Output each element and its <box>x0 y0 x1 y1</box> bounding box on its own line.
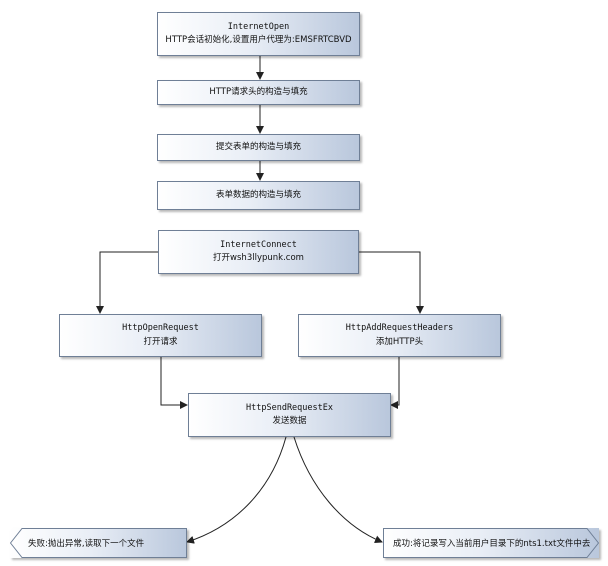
node-fail-label: 失败:抛出异常,读取下一个文件 <box>28 539 145 549</box>
node-http-add-headers: HttpAddRequestHeaders 添加HTTP头 <box>298 314 501 357</box>
node-http-send-title: HttpSendRequestEx <box>246 402 333 413</box>
node-submit-form: 提交表单的构造与填充 <box>157 134 360 161</box>
node-form-data-label: 表单数据的构造与填充 <box>215 189 301 200</box>
node-fail-shape <box>10 528 187 558</box>
node-http-header: HTTP请求头的构造与填充 <box>157 80 360 105</box>
node-submit-form-label: 提交表单的构造与填充 <box>215 141 301 152</box>
node-http-open-request-subtitle: 打开请求 <box>143 336 178 347</box>
node-http-add-headers-title: HttpAddRequestHeaders <box>345 323 454 334</box>
node-http-send-subtitle: 发送数据 <box>272 416 307 426</box>
node-internet-connect-subtitle: 打开wsh3llypunk.com <box>213 253 304 263</box>
arrow-connect-to-openrequest <box>96 251 158 314</box>
node-http-add-headers-subtitle: 添加HTTP头 <box>375 336 424 347</box>
arrow-send-to-fail <box>186 436 287 544</box>
node-internet-connect-title: InternetConnect <box>220 239 297 250</box>
node-internet-connect: InternetConnect 打开wsh3llypunk.com <box>158 230 359 274</box>
node-http-open-request: HttpOpenRequest 打开请求 <box>59 314 262 357</box>
node-http-header-label: HTTP请求头的构造与填充 <box>209 86 308 97</box>
arrow-addheaders-to-send <box>390 357 400 409</box>
node-internet-open-title: InternetOpen <box>227 21 290 32</box>
node-http-open-request-title: HttpOpenRequest <box>122 323 199 334</box>
arrow-openrequest-to-send <box>160 357 188 409</box>
node-success-label: 成功:将记录写入当前用户目录下的nts1.txt文件中去 <box>393 539 591 549</box>
arrow-connect-to-addheaders <box>359 251 424 314</box>
node-internet-open: InternetOpen HTTP会话初始化,设置用户代理为:EMSFRTCBV… <box>157 12 360 56</box>
node-form-data: 表单数据的构造与填充 <box>157 181 360 210</box>
node-fail: 失败:抛出异常,读取下一个文件 <box>10 528 187 558</box>
node-http-send: HttpSendRequestEx 发送数据 <box>188 393 391 437</box>
node-internet-open-subtitle: HTTP会话初始化,设置用户代理为:EMSFRTCBVD <box>165 35 352 45</box>
node-success-shape <box>383 528 599 558</box>
arrow-send-to-success <box>293 436 383 544</box>
node-success: 成功:将记录写入当前用户目录下的nts1.txt文件中去 <box>383 528 599 558</box>
